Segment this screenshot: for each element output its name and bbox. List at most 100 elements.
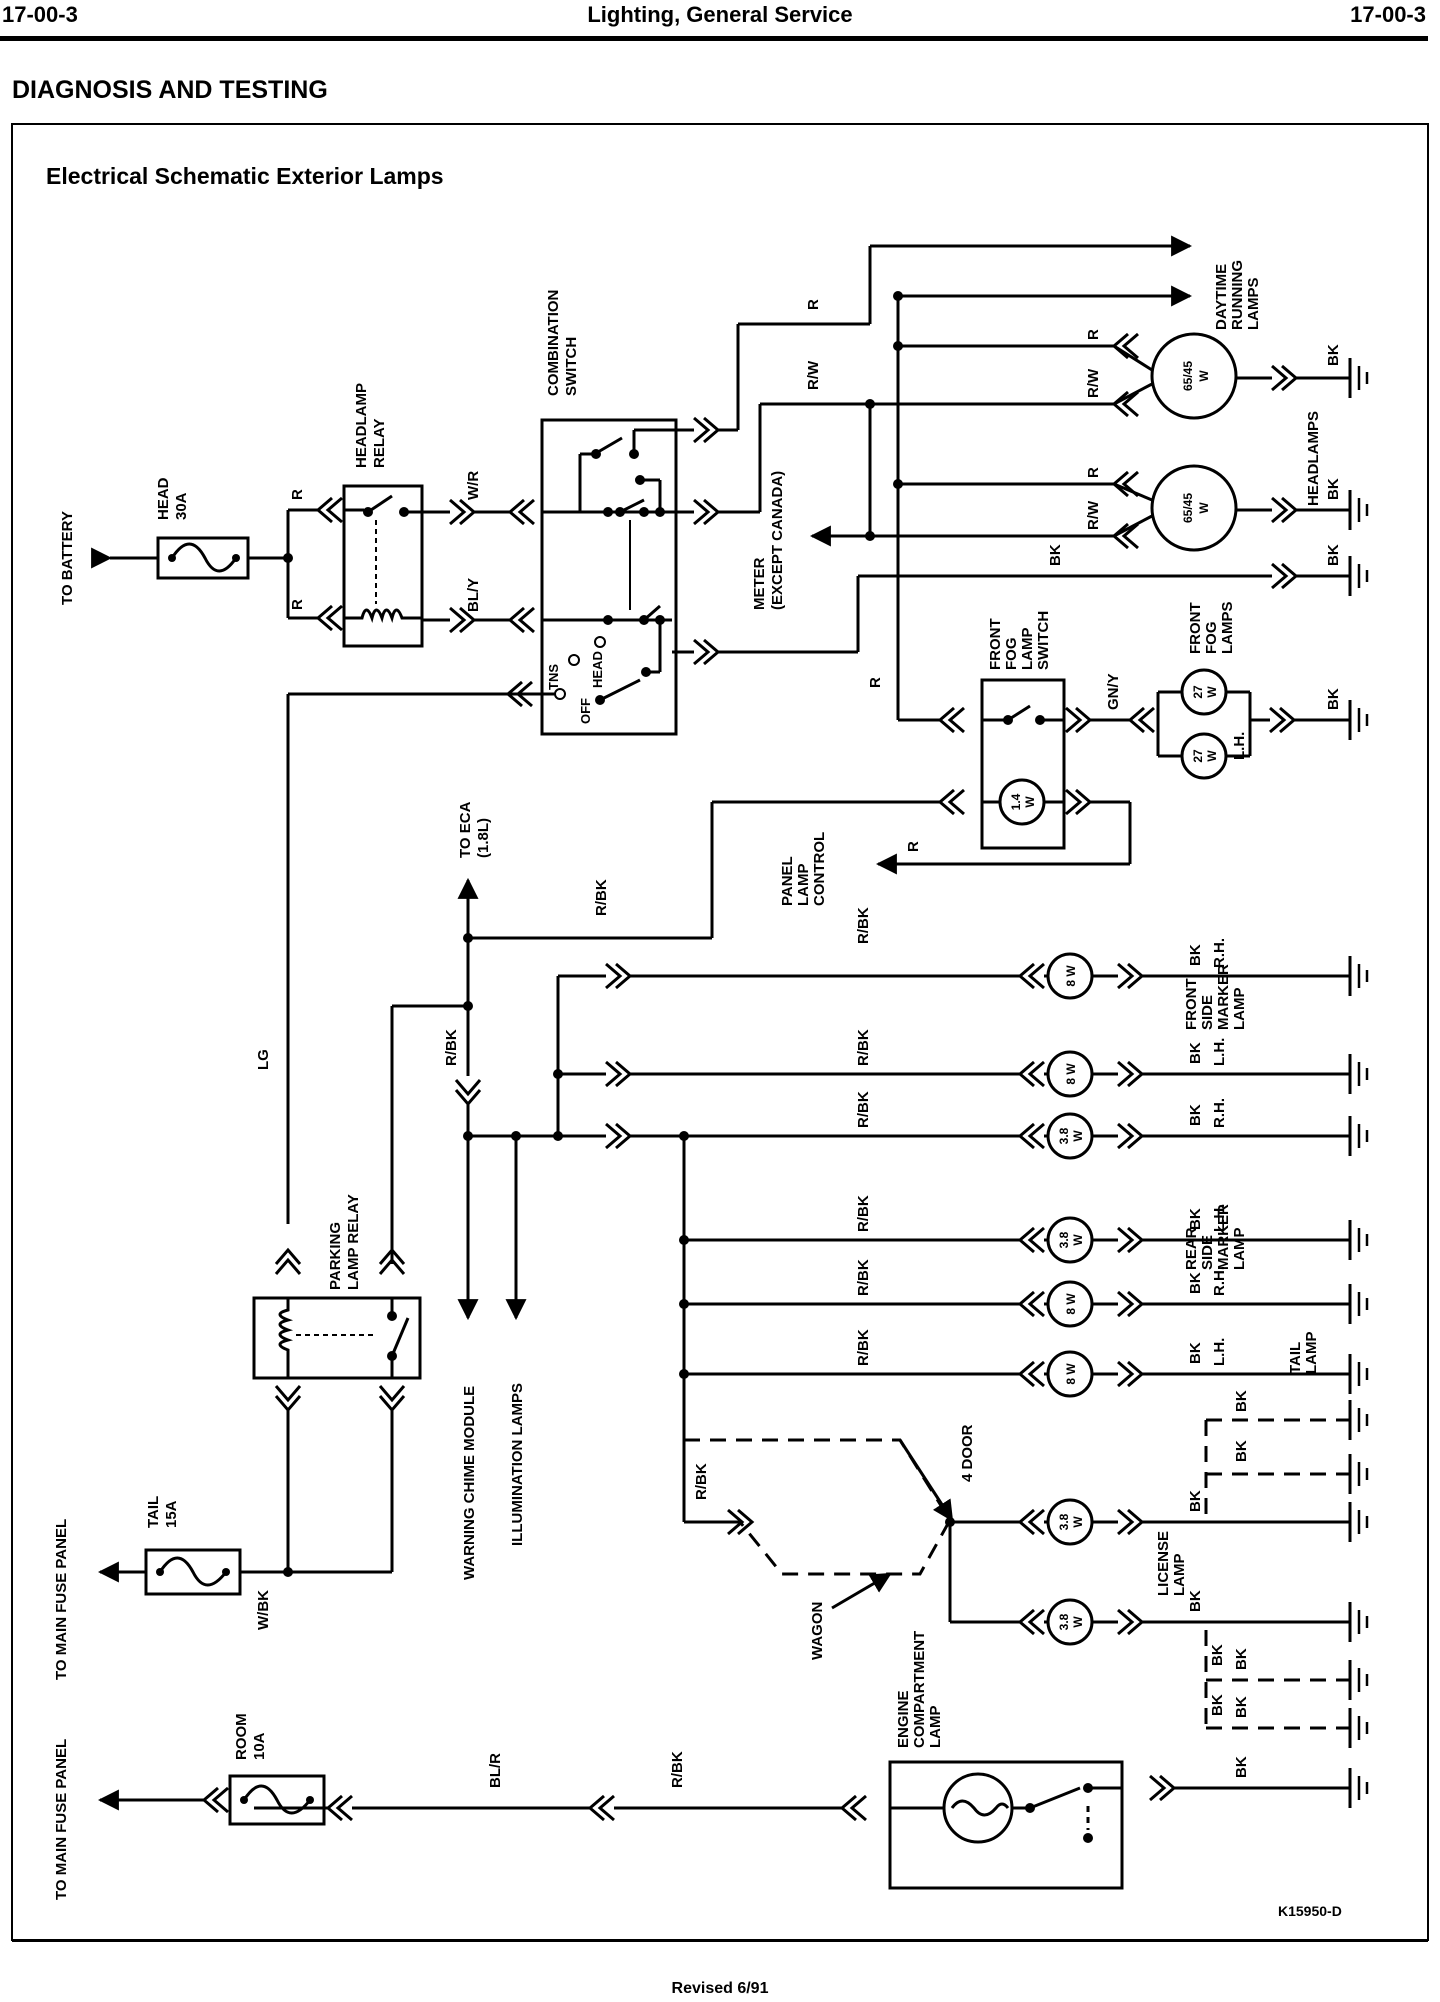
license-lamp-circuit: 4 DOOR WAGON LICENSE LAMP BK BK BK BK BK…	[684, 1390, 1369, 1750]
battery-feed: TO BATTERY	[59, 511, 158, 605]
front-side-marker-label-3: MARKER	[1215, 964, 1232, 1030]
head-fuse-label: HEAD	[155, 477, 172, 520]
to-battery-label: TO BATTERY	[59, 511, 76, 605]
tail-lamp-label-2: LAMP	[1303, 1332, 1320, 1375]
page-number-right: 17-00-3	[1350, 2, 1426, 27]
panel-lamp-control-label: PANEL	[779, 856, 796, 906]
parking-relay-label: PARKING	[327, 1222, 344, 1290]
headlamp-circuit: DAYTIME RUNNING LAMPS R R/W R R/W BK 65/…	[893, 260, 1369, 720]
four-door-label: 4 DOOR	[959, 1424, 976, 1482]
wire-label-rbk: R/BK	[855, 1259, 872, 1296]
wire-label-rbk: R/BK	[443, 1029, 460, 1066]
wire-label-bk: BK	[1325, 344, 1342, 366]
wire-label-bk: BK	[1047, 544, 1064, 566]
tail-fuse: TAIL 15A W/BK TO MAIN FUSE PANEL	[53, 1496, 272, 1680]
warning-chime-label: WARNING CHIME MODULE	[461, 1386, 478, 1580]
illumination-label: ILLUMINATION LAMPS	[509, 1383, 526, 1546]
wire-label-rbk: R/BK	[693, 1463, 710, 1500]
fog-bulb-rating: 27	[1191, 749, 1205, 763]
fog-switch-label-3: LAMP	[1019, 628, 1036, 671]
headlamps-label: HEADLAMPS	[1305, 411, 1322, 506]
figure-id: K15950-D	[1278, 1903, 1342, 1919]
wire-label-bk: BK	[1325, 688, 1342, 710]
front-side-marker-label: FRONT	[1183, 978, 1200, 1030]
to-eca-label: TO ECA	[457, 801, 474, 858]
wire-label-rbk: R/BK	[669, 1751, 686, 1788]
wire-label-bk: BK	[1187, 1272, 1204, 1294]
switch-position-off: OFF	[578, 698, 593, 724]
footer-rule	[12, 1940, 1428, 1942]
fog-switch-label-2: FOG	[1003, 638, 1020, 671]
lamp-bulb-rating: W	[1071, 1130, 1085, 1142]
lamp-bulb-rating: W	[1071, 1616, 1085, 1628]
wire-label-bk: BK	[1187, 1042, 1204, 1064]
wire-label-rbk: R/BK	[855, 907, 872, 944]
revision-note: Revised 6/91	[671, 1980, 769, 1997]
wire-label-bk: BK	[1233, 1390, 1250, 1412]
license-lamp-label-2: LAMP	[1171, 1554, 1188, 1597]
lamp-side-label: R.H.	[1211, 938, 1228, 968]
combination-switch: COMBINATION SWITCH TNS OFF HEAD	[540, 290, 678, 736]
lamp-bulb-rating: 3.8	[1057, 1613, 1071, 1630]
wire-label-bly: BL/Y	[465, 578, 482, 612]
daytime-running-label-3: LAMPS	[1245, 278, 1262, 331]
headlamp-relay: HEADLAMP RELAY	[342, 383, 424, 648]
wire-label-wbk: W/BK	[255, 1590, 272, 1630]
wire-label-bk: BK	[1209, 1694, 1226, 1716]
front-side-marker-label-2: SIDE	[1199, 995, 1216, 1030]
to-eca-label-2: (1.8L)	[475, 818, 492, 858]
lamp-bulb-rating: 8 W	[1064, 965, 1078, 987]
to-main-fuse-panel-label: TO MAIN FUSE PANEL	[53, 1519, 70, 1680]
wire-label-rw: R/W	[1085, 500, 1102, 530]
engine-compartment-circuit: BK ENGINE COMPARTMENT LAMP R/BK BL/R ROO…	[53, 1631, 1369, 1900]
fog-bulb-unit: W	[1205, 686, 1219, 698]
wire-label-r: R	[1085, 329, 1102, 340]
wire-label-r: R	[1085, 467, 1102, 478]
room-fuse-label: ROOM	[233, 1713, 250, 1760]
wire-label-bk: BK	[1187, 1104, 1204, 1126]
lamp-bulb-rating: 3.8	[1057, 1231, 1071, 1248]
engine-compartment-label-2: COMPARTMENT	[911, 1631, 928, 1748]
wire-label-r: R	[289, 599, 306, 610]
wire-label-bk: BK	[1233, 1756, 1250, 1778]
page-heading: Lighting, General Service	[587, 2, 853, 27]
side-marker-labels: FRONT SIDE MARKER LAMP REAR SIDE MARKER …	[1183, 964, 1320, 1374]
header-rule	[0, 36, 1428, 41]
panel-lamp-control-label-2: LAMP	[795, 864, 812, 907]
wire-label-rbk: R/BK	[855, 1329, 872, 1366]
wire-label-bk: BK	[1187, 1208, 1204, 1230]
rear-side-marker-label: REAR	[1183, 1227, 1200, 1270]
headlamp-bulb-rating: 65/45	[1181, 361, 1195, 391]
rear-side-marker-label-4: LAMP	[1231, 1228, 1248, 1271]
fog-lh-label: L.H.	[1231, 732, 1248, 760]
license-lamp-label: LICENSE	[1155, 1531, 1172, 1596]
fog-switch-label-4: SWITCH	[1035, 611, 1052, 670]
head-fuse-rating: 30A	[173, 492, 190, 520]
lamp-side-label: L.H.	[1211, 1038, 1228, 1066]
fog-bulb-unit: W	[1205, 750, 1219, 762]
lg-wire: LG	[255, 680, 542, 1276]
wire-label-rw: R/W	[805, 360, 822, 390]
lamp-bulb-rating: 3.8	[1057, 1127, 1071, 1144]
headlamp-bulb-unit: W	[1197, 502, 1211, 514]
meter-label: METER	[751, 557, 768, 610]
engine-compartment-label: ENGINE	[895, 1690, 912, 1748]
lamp-bulb-rating: 8 W	[1064, 1063, 1078, 1085]
wire-label-r: R	[867, 677, 884, 688]
wire-label-rw: R/W	[1085, 368, 1102, 398]
lamp-side-label: L.H.	[1211, 1204, 1228, 1232]
lamp-row: 8 W BK L.H.	[1018, 1038, 1369, 1098]
wire-label-bk: BK	[1187, 1590, 1204, 1612]
rear-side-marker-label-3: MARKER	[1215, 1204, 1232, 1270]
lamp-side-label: R.H.	[1211, 1266, 1228, 1296]
wire-label-blr: BL/R	[487, 1753, 504, 1788]
wire-label-bk: BK	[1187, 1490, 1204, 1512]
tail-fuse-rating: 15A	[163, 1500, 180, 1528]
lamp-bulb-rating: 3.8	[1057, 1513, 1071, 1530]
